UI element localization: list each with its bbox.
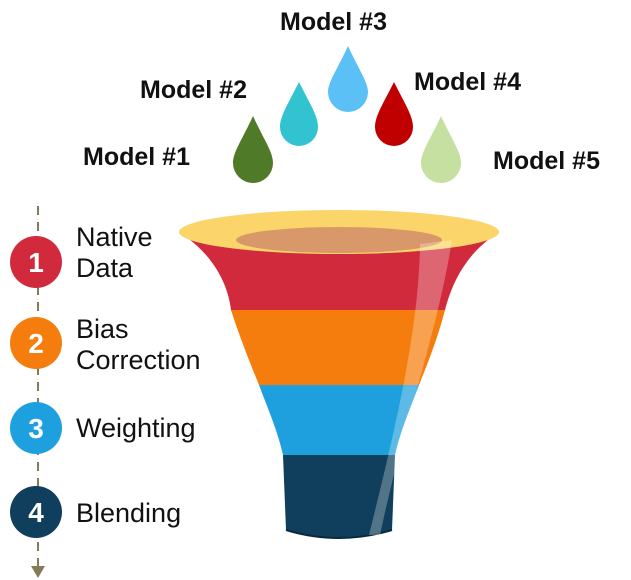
timeline xyxy=(31,206,45,578)
timeline-arrow-icon xyxy=(31,566,45,578)
step-circle-3 xyxy=(10,402,62,454)
model-drops xyxy=(233,46,461,183)
funnel-opening xyxy=(236,227,442,253)
step-label-2-line-2: Correction xyxy=(76,345,201,376)
step-number-3: 3 xyxy=(28,413,44,444)
step-label-2-line-1: Bias xyxy=(76,314,129,344)
step-circle-2 xyxy=(10,317,62,369)
step-number-2: 2 xyxy=(28,328,44,359)
step-circle-4 xyxy=(10,486,62,538)
drop-icon-model-1 xyxy=(233,116,273,183)
step-circles: 1 2 3 4 xyxy=(10,236,62,538)
step-label-3-line-1: Weighting xyxy=(76,413,196,443)
step-label-4-line-1: Blending xyxy=(76,498,182,528)
model-label-5: Model #5 xyxy=(493,147,600,175)
funnel-band-2 xyxy=(231,310,445,385)
drop-icon-model-4 xyxy=(375,82,413,146)
funnel-highlight xyxy=(369,240,452,535)
drop-icon-model-2 xyxy=(280,82,318,146)
step-number-1: 1 xyxy=(28,247,44,278)
model-label-1: Model #1 xyxy=(83,143,190,171)
step-label-4: Blending xyxy=(76,498,181,529)
funnel-band-4-rim xyxy=(285,529,393,539)
model-label-2: Model #2 xyxy=(140,76,247,104)
step-label-2: Bias Correction xyxy=(76,314,201,376)
funnel-band-3 xyxy=(259,385,419,455)
step-circle-1 xyxy=(10,236,62,288)
step-number-4: 4 xyxy=(28,497,44,528)
step-label-1-line-1: Native xyxy=(76,222,153,252)
model-label-4: Model #4 xyxy=(414,68,521,96)
funnel-band-4 xyxy=(283,455,395,538)
step-label-1: Native Data xyxy=(76,222,153,284)
drop-icon-model-3 xyxy=(328,46,368,112)
funnel xyxy=(179,210,499,539)
funnel-band-1 xyxy=(179,232,499,310)
step-label-3: Weighting xyxy=(76,413,196,444)
model-label-3: Model #3 xyxy=(280,8,387,36)
step-label-1-line-2: Data xyxy=(76,253,134,284)
drop-icon-model-5 xyxy=(421,116,461,183)
